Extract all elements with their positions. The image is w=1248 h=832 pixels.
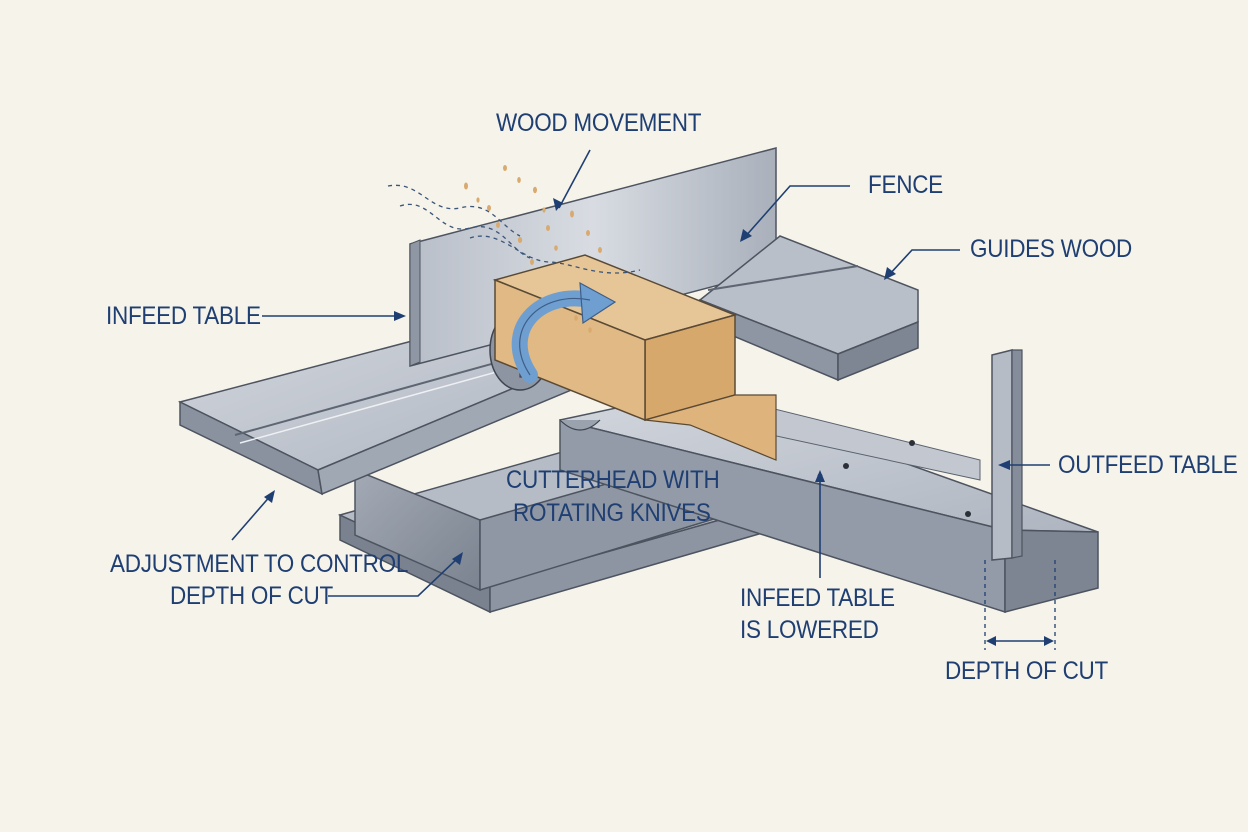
label-outfeed-table: OUTFEED TABLE bbox=[1058, 451, 1238, 479]
label-adjustment-line2: DEPTH OF CUT bbox=[170, 582, 334, 610]
label-infeed-lowered-line2: IS LOWERED bbox=[740, 616, 879, 644]
outfeed-post bbox=[991, 349, 1023, 561]
rotation-arrow-icon bbox=[511, 281, 617, 383]
label-adjustment-line1: ADJUSTMENT TO CONTROL bbox=[110, 550, 409, 578]
callout-adjustment bbox=[231, 493, 273, 541]
callout-wood-movement bbox=[558, 149, 591, 209]
callout-fence bbox=[743, 185, 850, 239]
callout-lines bbox=[231, 149, 1056, 650]
label-infeed-lowered-line1: INFEED TABLE bbox=[740, 584, 895, 612]
label-cutterhead-line1: CUTTERHEAD WITH bbox=[506, 466, 720, 494]
callout-adjustment-lower bbox=[328, 555, 461, 597]
label-wood-movement: WOOD MOVEMENT bbox=[496, 109, 702, 137]
callout-guides-wood bbox=[887, 249, 960, 277]
label-fence: FENCE bbox=[868, 171, 943, 199]
label-depth-of-cut: DEPTH OF CUT bbox=[945, 657, 1109, 685]
label-guides-wood: GUIDES WOOD bbox=[970, 235, 1133, 263]
wood-movement-lines bbox=[387, 184, 641, 274]
label-cutterhead-line2: ROTATING KNIVES bbox=[513, 499, 711, 527]
label-infeed-table: INFEED TABLE bbox=[106, 302, 261, 330]
wood-chips bbox=[464, 165, 602, 333]
